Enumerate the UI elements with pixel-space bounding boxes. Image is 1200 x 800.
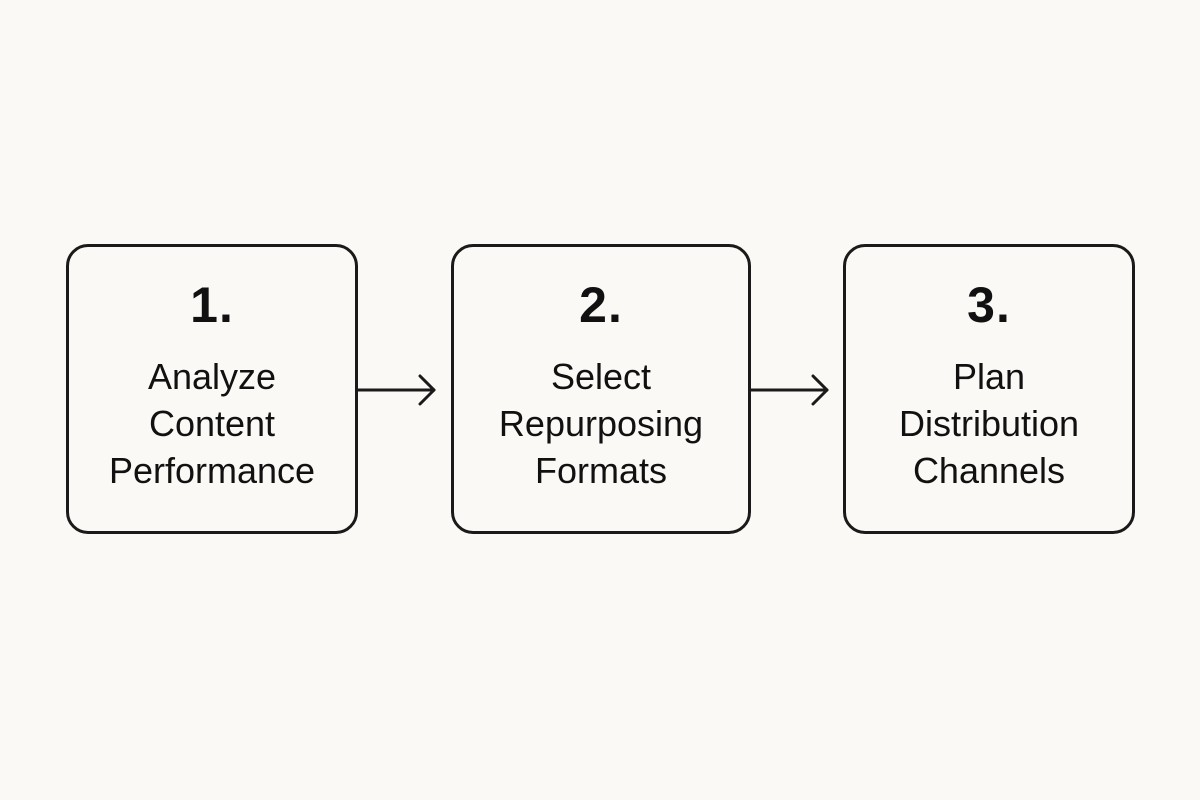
step-box-3: 3. Plan Distribution Channels xyxy=(843,244,1135,534)
arrow-right-icon xyxy=(356,374,436,406)
step-label-1: Analyze Content Performance xyxy=(109,353,315,494)
step-number-1: 1. xyxy=(190,277,234,333)
step-number-2: 2. xyxy=(579,277,623,333)
step-label-line: Content xyxy=(148,403,276,444)
arrow-right-icon xyxy=(749,374,829,406)
step-label-line: Repurposing xyxy=(498,403,704,444)
step-box-1: 1. Analyze Content Performance xyxy=(66,244,358,534)
step-label-2: Select Repurposing Formats xyxy=(499,353,703,494)
step-label-line: Analyze xyxy=(147,356,277,397)
step-label-3: Plan Distribution Channels xyxy=(899,353,1079,494)
step-number-3: 3. xyxy=(967,277,1011,333)
step-box-2: 2. Select Repurposing Formats xyxy=(451,244,751,534)
step-label-line: Distribution xyxy=(898,403,1080,444)
step-label-line: Plan xyxy=(952,356,1026,397)
step-label-line: Channels xyxy=(912,450,1066,491)
step-label-line: Formats xyxy=(534,450,667,491)
step-label-line: Select xyxy=(550,356,652,397)
step-label-line: Performance xyxy=(108,450,316,491)
